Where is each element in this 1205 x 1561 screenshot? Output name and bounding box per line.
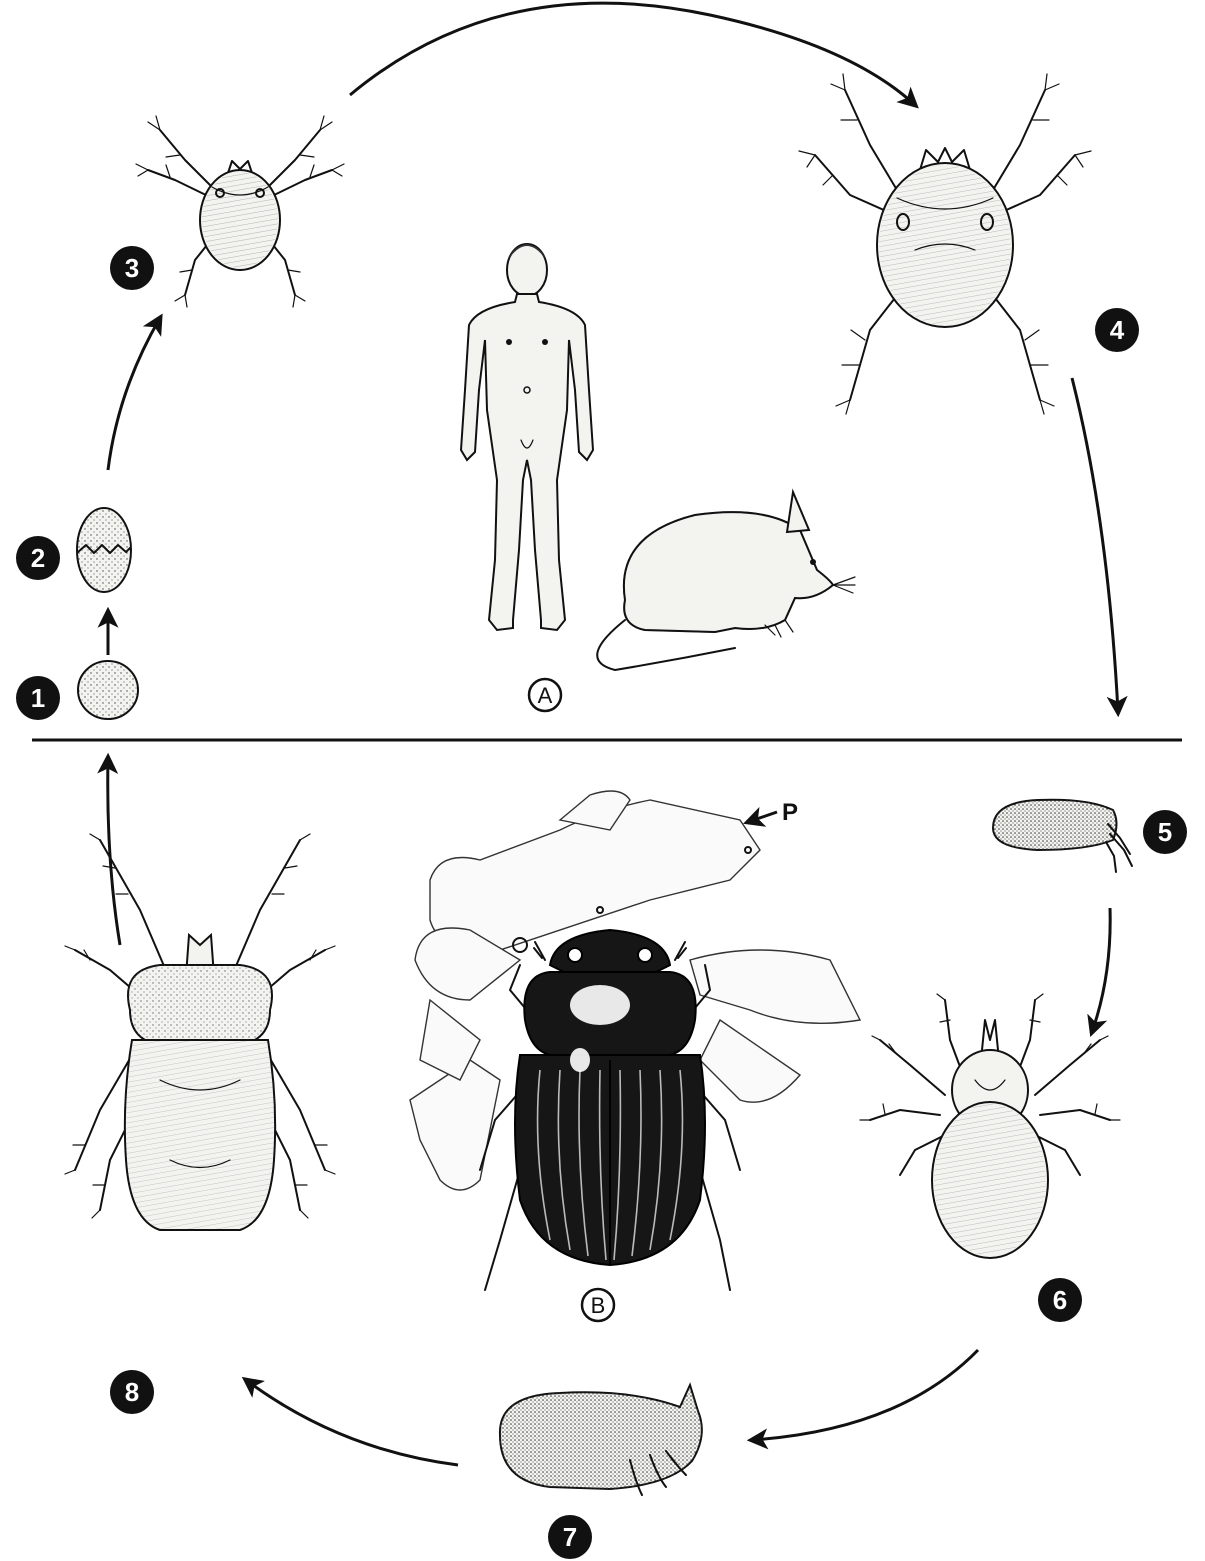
quiescent-nymph-icon: [500, 1385, 702, 1495]
quiescent-larva-icon: [993, 800, 1132, 872]
stage-label-5: 5: [1143, 810, 1187, 854]
stage-label-2: 2: [16, 536, 60, 580]
stage-label-3: 3: [110, 246, 154, 290]
svg-text:3: 3: [125, 253, 139, 283]
svg-text:7: 7: [563, 1522, 577, 1552]
mite-adult-icon: [65, 834, 335, 1230]
svg-text:A: A: [538, 683, 553, 708]
mite-larva-icon: [799, 74, 1091, 414]
arrow-3-to-4: [350, 3, 915, 105]
stage-label-7: 7: [548, 1515, 592, 1559]
arrow-2-to-3: [108, 318, 160, 470]
hatching-egg-icon: [77, 508, 131, 592]
egg-icon: [78, 661, 138, 719]
arrow-8-to-1: [108, 758, 120, 945]
arrow-7-to-8: [246, 1380, 458, 1465]
arrow-6-to-7: [752, 1350, 978, 1440]
svg-text:8: 8: [125, 1377, 139, 1407]
svg-text:2: 2: [31, 543, 45, 573]
rodent-icon: [597, 492, 855, 670]
stage-label-4: 4: [1095, 308, 1139, 352]
host-label-a: A: [529, 679, 561, 711]
stage-label-8: 8: [110, 1370, 154, 1414]
svg-text:1: 1: [31, 683, 45, 713]
arrow-4-to-5: [1072, 378, 1118, 712]
mite-nymph-icon: [860, 994, 1120, 1258]
svg-text:6: 6: [1053, 1285, 1067, 1315]
svg-text:B: B: [591, 1293, 606, 1318]
pointer-label: P: [782, 799, 798, 826]
svg-text:4: 4: [1110, 315, 1125, 345]
human-figure-icon: [461, 244, 593, 630]
host-label-b: B: [582, 1289, 614, 1321]
stage-label-1: 1: [16, 676, 60, 720]
mite-larva-icon: [136, 116, 344, 307]
svg-text:5: 5: [1158, 817, 1172, 847]
stage-label-6: 6: [1038, 1278, 1082, 1322]
arrow-5-to-6: [1092, 908, 1110, 1032]
pointer-p: P: [748, 799, 798, 826]
